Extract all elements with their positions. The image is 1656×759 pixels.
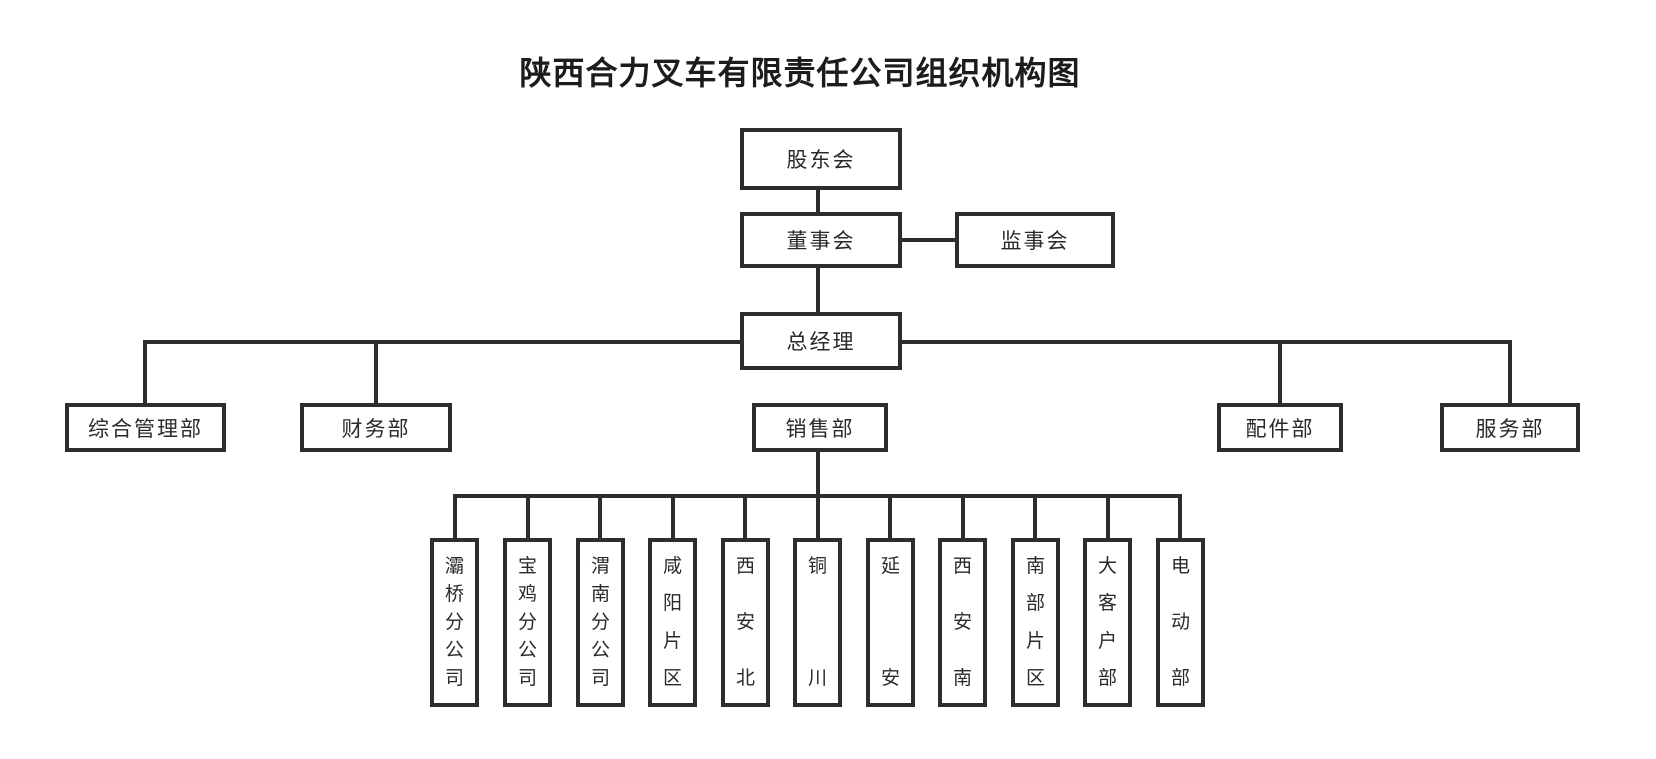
node-unit-xianyang-area: 咸阳片区 xyxy=(648,538,697,707)
node-unit-baqiao-branch: 灞桥分公司 xyxy=(430,538,479,707)
connector-gm-spine-right xyxy=(900,340,1512,344)
node-dept-general-admin: 综合管理部 xyxy=(65,403,226,452)
node-supervisory-board: 监事会 xyxy=(955,212,1115,268)
connector-drop-finance xyxy=(374,340,378,403)
node-unit-tongchuan: 铜川 xyxy=(793,538,842,707)
connector-drop-general-admin xyxy=(143,340,147,403)
connector-drop-parts xyxy=(1278,340,1282,403)
node-unit-xian-north: 西安北 xyxy=(721,538,770,707)
connector-board-gm xyxy=(816,266,820,314)
node-dept-parts: 配件部 xyxy=(1217,403,1343,452)
connector-shareholders-board xyxy=(816,190,820,214)
node-general-manager: 总经理 xyxy=(740,312,902,370)
connector-drop-unit-8 xyxy=(961,494,965,540)
node-dept-sales: 销售部 xyxy=(752,403,888,452)
node-dept-finance: 财务部 xyxy=(300,403,452,452)
connector-drop-unit-11 xyxy=(1178,494,1182,540)
connector-drop-unit-2 xyxy=(526,494,530,540)
connector-gm-spine-left xyxy=(143,340,742,344)
node-unit-yanan: 延安 xyxy=(866,538,915,707)
connector-board-supervisory xyxy=(900,238,957,242)
node-board-of-directors: 董事会 xyxy=(740,212,902,268)
connector-drop-unit-9 xyxy=(1033,494,1037,540)
connector-drop-service xyxy=(1508,340,1512,403)
node-unit-xian-south: 西安南 xyxy=(938,538,987,707)
connector-sales-comb xyxy=(816,450,820,494)
connector-drop-unit-7 xyxy=(888,494,892,540)
connector-drop-unit-1 xyxy=(453,494,457,540)
org-chart-title: 陕西合力叉车有限责任公司组织机构图 xyxy=(519,55,1081,91)
node-unit-weinan-branch: 渭南分公司 xyxy=(576,538,625,707)
connector-drop-unit-6 xyxy=(816,494,820,540)
connector-drop-unit-5 xyxy=(743,494,747,540)
connector-drop-unit-4 xyxy=(671,494,675,540)
connector-drop-unit-3 xyxy=(598,494,602,540)
node-shareholders-meeting: 股东会 xyxy=(740,128,902,190)
connector-drop-unit-10 xyxy=(1106,494,1110,540)
node-unit-south-area: 南部片区 xyxy=(1011,538,1060,707)
node-unit-key-accounts: 大客户部 xyxy=(1083,538,1132,707)
node-unit-baoji-branch: 宝鸡分公司 xyxy=(503,538,552,707)
node-unit-electric-dept: 电动部 xyxy=(1156,538,1205,707)
node-dept-service: 服务部 xyxy=(1440,403,1580,452)
